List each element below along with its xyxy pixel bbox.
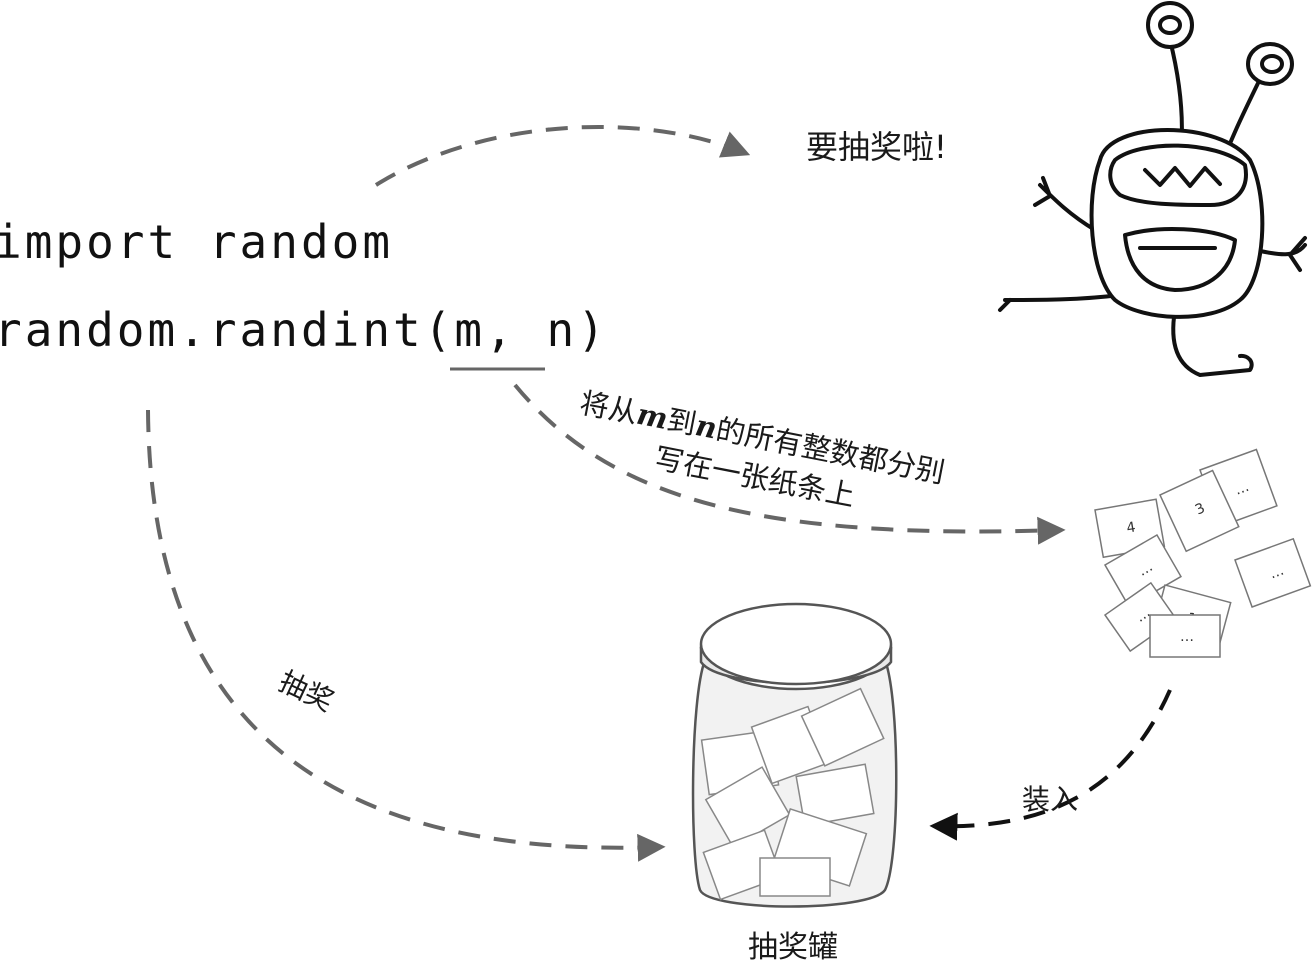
code-arg-n: n [546,303,578,357]
slip-label: 4 [1125,519,1137,536]
arrow-draw-to-jar [146,409,666,862]
code-randint-prefix: random.randint( [0,303,455,357]
slip-label: … [1180,629,1194,645]
slip-label: … [1267,563,1286,583]
slip-label: … [1233,479,1252,499]
put-in-label: 装入 [1022,783,1079,816]
code-arg-m: m [454,303,486,357]
jar-label: 抽奖罐 [748,930,838,965]
code-line-randint: random.randint(m, n) [0,303,608,357]
arrow-to-slips [513,383,1066,545]
monster-illustration [998,1,1307,377]
arrow-to-monster [374,124,751,187]
code-randint-suffix: ) [577,303,608,357]
code-line-import: import random [0,215,394,269]
paper-slips-illustration: … 4 3 … … 1 … … [1094,448,1312,658]
monster-speech-label: 要抽奖啦! [806,128,947,166]
arrow-slips-into-jar [929,689,1172,841]
code-arg-sep: , [485,303,547,357]
jar-illustration [691,602,898,908]
slip-label: … [1136,559,1156,580]
